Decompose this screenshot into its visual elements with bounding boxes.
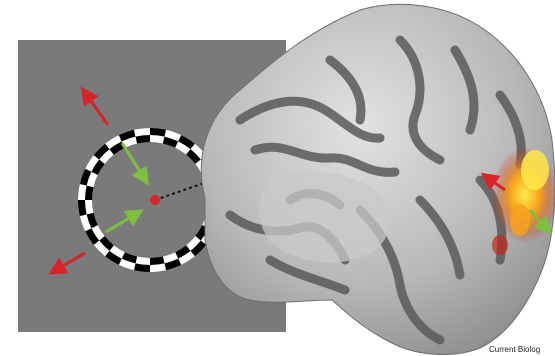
fixation-point [150,195,160,205]
caption-text: Current Biolog [489,345,555,354]
